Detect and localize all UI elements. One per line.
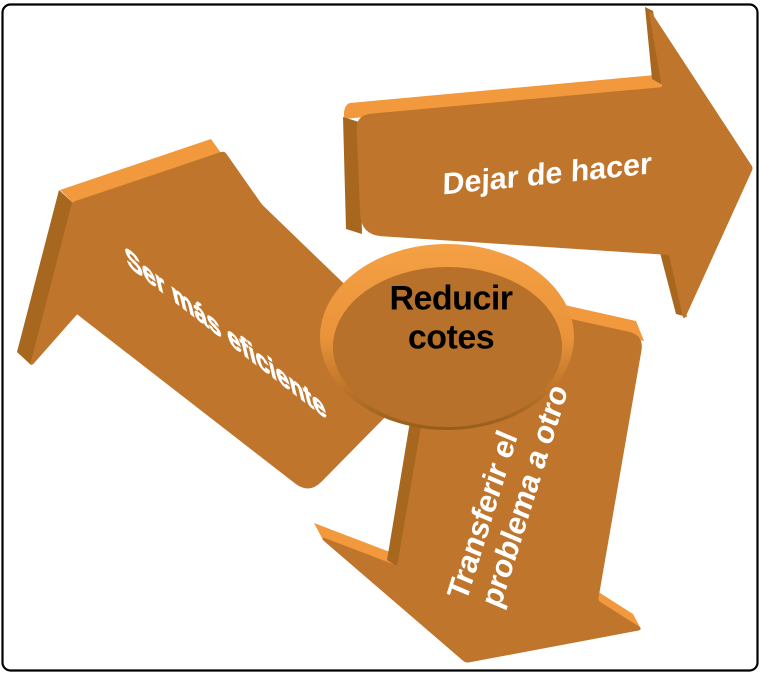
svg-text:cotes: cotes [408,319,494,357]
svg-text:Reducir: Reducir [389,280,512,318]
